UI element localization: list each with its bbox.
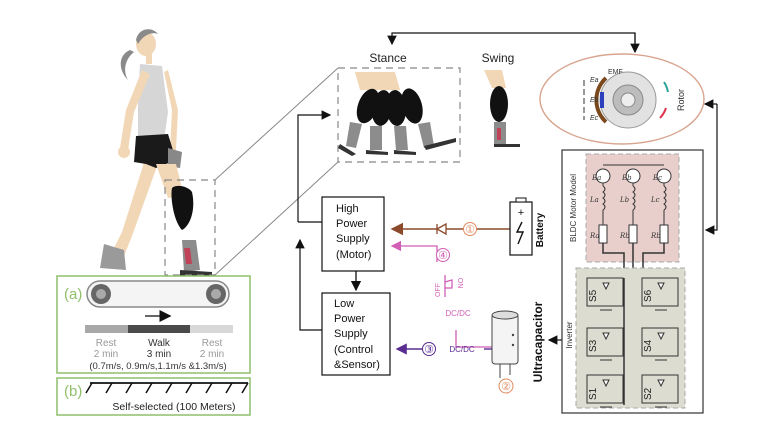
emf-label: EMF [608,69,623,76]
path-1-marker: ① [465,223,475,236]
battery-icon: + [509,197,533,256]
svg-text:Ea: Ea [590,77,599,84]
feedback-connectors [295,32,718,331]
panel-a-tag: (a) [64,286,82,303]
battery-path [390,222,510,236]
on-label: ON [456,278,463,289]
ultracap-path [395,342,492,356]
svg-text:Ra: Ra [589,232,600,240]
rotor-label: Rotor [676,89,686,111]
panel-a-treadmill [56,275,251,374]
leg-focus-box [164,67,339,276]
path-3-marker: ③ [424,343,434,356]
speeds-label: (0.7m/s, 0.9m/s,1.1m/s &1.3m/s) [89,361,226,372]
bldc-motor-model: Ea Eb Ec La Lb Lc Ra Rb Rb [585,153,680,375]
svg-text:Eb: Eb [621,174,632,182]
low-power-supply-block [321,292,391,376]
svg-text:Rb: Rb [650,232,661,240]
stance-label: Stance [369,51,407,65]
svg-text:S5: S5 [588,289,599,302]
svg-text:La: La [589,196,599,204]
ultracapacitor-label: Ultracapacitor [531,301,545,382]
walking-person-figure [100,29,212,276]
svg-text:Ea: Ea [591,174,601,182]
path-4-marker: ④ [438,249,448,262]
walk-duration: 3 min [147,349,171,360]
dcdc-switch-label: DC/DC [445,309,471,318]
svg-text:S6: S6 [643,289,654,302]
panel-b-caption: Self-selected (100 Meters) [112,401,235,413]
svg-text:Rb: Rb [619,232,630,240]
svg-text:S3: S3 [588,339,599,352]
gait-phase-box [337,67,520,163]
rest-label-2: Rest [202,338,223,349]
rest-duration-1: 2 min [94,349,118,360]
inverter-label: Inverter [565,321,574,348]
svg-text:Ec: Ec [652,174,662,182]
motor-rotor-diagram: Ea Eb Ec [539,53,705,145]
svg-text:S2: S2 [643,387,654,400]
low-power-supply-label: Low Power Supply (Control &Sensor) [334,298,380,371]
svg-text:Lb: Lb [619,196,630,204]
svg-text:Lc: Lc [650,196,660,204]
off-label: OFF [435,283,442,297]
path-2-marker: ② [501,380,511,393]
walk-label: Walk [148,338,171,349]
panel-b-ground [56,377,251,416]
battery-label: Battery [535,212,546,247]
panel-b-tag: (b) [64,383,82,400]
svg-text:S4: S4 [643,339,654,352]
svg-text:Ec: Ec [590,115,599,122]
svg-text:+: + [518,207,524,219]
switch-path [390,240,494,348]
dcdc-ultracap-label: DC/DC [449,345,475,354]
swing-leg-illustration [484,70,520,147]
rest-duration-2: 2 min [200,349,224,360]
stance-legs-illustration [338,72,456,156]
high-power-supply-label: High Power Supply (Motor) [336,203,373,261]
svg-text:Eb: Eb [590,97,599,104]
rest-label-1: Rest [96,338,117,349]
ultracapacitor-icon [491,310,519,394]
inverter-circuit: S5 S6 S3 S4 S1 S2 [575,267,686,409]
swing-label: Swing [482,51,515,65]
svg-text:S1: S1 [588,387,599,400]
bldc-motor-label: BLDC Motor Model [569,174,578,242]
high-power-supply-block [321,196,385,272]
